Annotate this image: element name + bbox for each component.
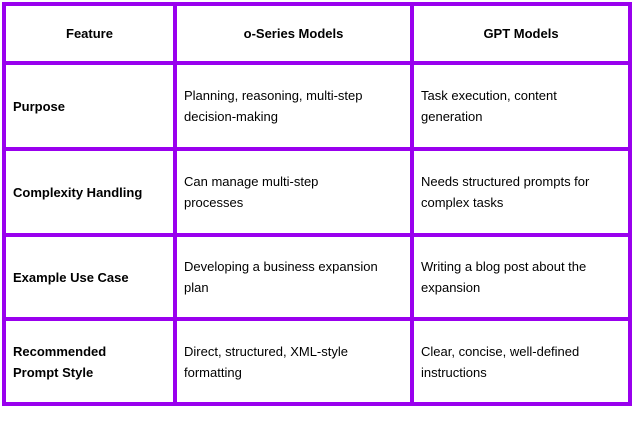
gpt-cell: Task execution, content generation [410, 61, 632, 151]
o-series-cell: Direct, structured, XML-style formatting [173, 317, 414, 406]
gpt-cell: Clear, concise, well-defined instruction… [410, 317, 632, 406]
table-row-example-use-case: Example Use Case Developing a business e… [2, 233, 632, 321]
gpt-cell: Needs structured prompts for complex tas… [410, 147, 632, 237]
o-series-cell: Can manage multi-step processes [173, 147, 414, 237]
o-series-cell: Developing a business expansion plan [173, 233, 414, 321]
feature-cell: Example Use Case [2, 233, 177, 321]
header-cell-gpt-models: GPT Models [410, 2, 632, 65]
header-cell-o-series-models: o-Series Models [173, 2, 414, 65]
header-row: Feature o-Series Models GPT Models [2, 2, 632, 65]
gpt-cell: Writing a blog post about the expansion [410, 233, 632, 321]
table-row-recommended-prompt-style: Recommended Prompt Style Direct, structu… [2, 317, 632, 406]
o-series-cell: Planning, reasoning, multi-step decision… [173, 61, 414, 151]
feature-cell: Purpose [2, 61, 177, 151]
feature-cell: Recommended Prompt Style [2, 317, 177, 406]
header-cell-feature: Feature [2, 2, 177, 65]
comparison-table: Feature o-Series Models GPT Models Purpo… [2, 2, 632, 406]
feature-cell: Complexity Handling [2, 147, 177, 237]
table-row-purpose: Purpose Planning, reasoning, multi-step … [2, 61, 632, 151]
table-row-complexity-handling: Complexity Handling Can manage multi-ste… [2, 147, 632, 237]
